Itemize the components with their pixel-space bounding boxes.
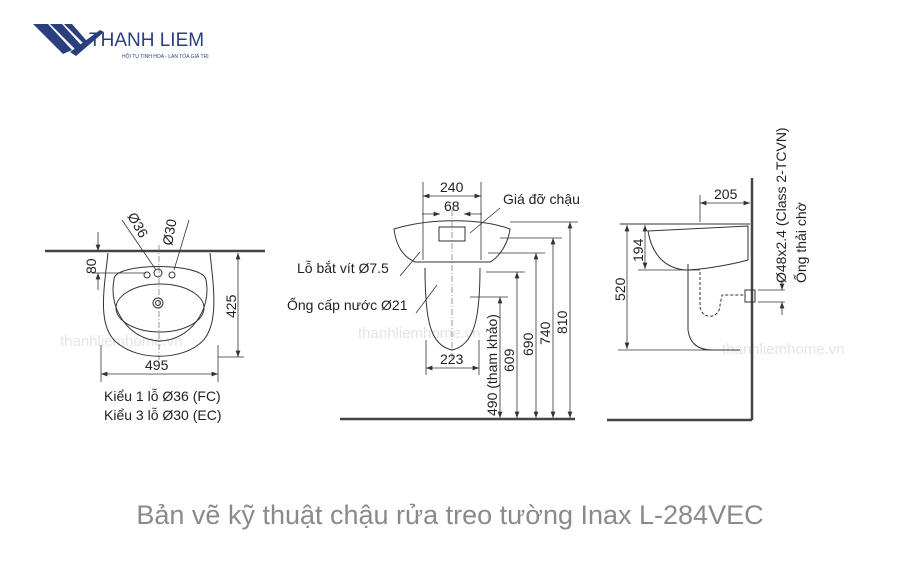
trap-pipe bbox=[699, 272, 745, 317]
tap-hole bbox=[143, 271, 151, 279]
watermark: thanhliemhome.vn bbox=[358, 325, 481, 342]
drawing-caption: Bản vẽ kỹ thuật chậu rửa treo tường Inax… bbox=[136, 500, 764, 530]
hole-label-30: Ø30 bbox=[159, 217, 179, 246]
basin-profile bbox=[647, 225, 749, 271]
dim-609: 609 bbox=[501, 348, 517, 372]
dim-520: 520 bbox=[612, 277, 628, 301]
pipe-spec-label: Ø48x2.4 (Class 2-TCVN) bbox=[773, 127, 789, 283]
dim-194: 194 bbox=[630, 238, 646, 262]
logo-brand: THANH LIEM bbox=[89, 30, 204, 51]
logo-tagline: HỘI TỤ TINH HOA - LAN TỎA GIÁ TRỊ bbox=[122, 53, 209, 60]
basin-outline bbox=[393, 220, 511, 263]
front-view: Ø36 Ø30 80 425 495 Kiểu 1 lỗ Ø36 (FC) Ki… bbox=[45, 210, 265, 423]
watermark: thanhliemhome.vn bbox=[722, 341, 845, 358]
dim-490: 490 (tham khảo) bbox=[484, 314, 500, 416]
label-screw-hole: Lỗ bắt vít Ø7.5 bbox=[297, 260, 389, 276]
side-view: 205 194 520 Ø48x2.4 (Class 2-TCVN) Ống t… bbox=[607, 127, 809, 422]
dim-495: 495 bbox=[145, 357, 169, 373]
drain-label: Ống thải chờ bbox=[792, 202, 809, 283]
dim-425: 425 bbox=[223, 294, 239, 318]
pedestal-profile bbox=[687, 264, 740, 351]
label-bracket: Giá đỡ chậu bbox=[503, 191, 580, 207]
tap-hole bbox=[153, 268, 163, 278]
drain-hole bbox=[152, 297, 164, 309]
dim-80: 80 bbox=[83, 258, 99, 274]
logo-mark-icon bbox=[33, 24, 104, 56]
dim-205: 205 bbox=[714, 186, 738, 202]
label-water-supply: Ống cấp nước Ø21 bbox=[287, 296, 408, 313]
rear-view: 240 68 Giá đỡ chậu Lỗ bắt vít Ø7.5 Ống c… bbox=[287, 179, 580, 421]
watermark: thanhliemhome.vn bbox=[60, 333, 183, 350]
dim-68: 68 bbox=[444, 198, 460, 214]
dim-740: 740 bbox=[537, 321, 553, 345]
dim-810: 810 bbox=[554, 310, 570, 334]
dim-240: 240 bbox=[440, 179, 464, 195]
dim-690: 690 bbox=[520, 332, 536, 356]
dim-223: 223 bbox=[440, 351, 464, 367]
brand-logo: THANH LIEM HỘI TỤ TINH HOA - LAN TỎA GIÁ… bbox=[33, 24, 209, 60]
hole-label-36: Ø36 bbox=[124, 210, 151, 241]
note-fc: Kiểu 1 lỗ Ø36 (FC) bbox=[104, 388, 221, 404]
tap-hole bbox=[168, 271, 176, 279]
note-ec: Kiểu 3 lỗ Ø30 (EC) bbox=[104, 407, 222, 423]
